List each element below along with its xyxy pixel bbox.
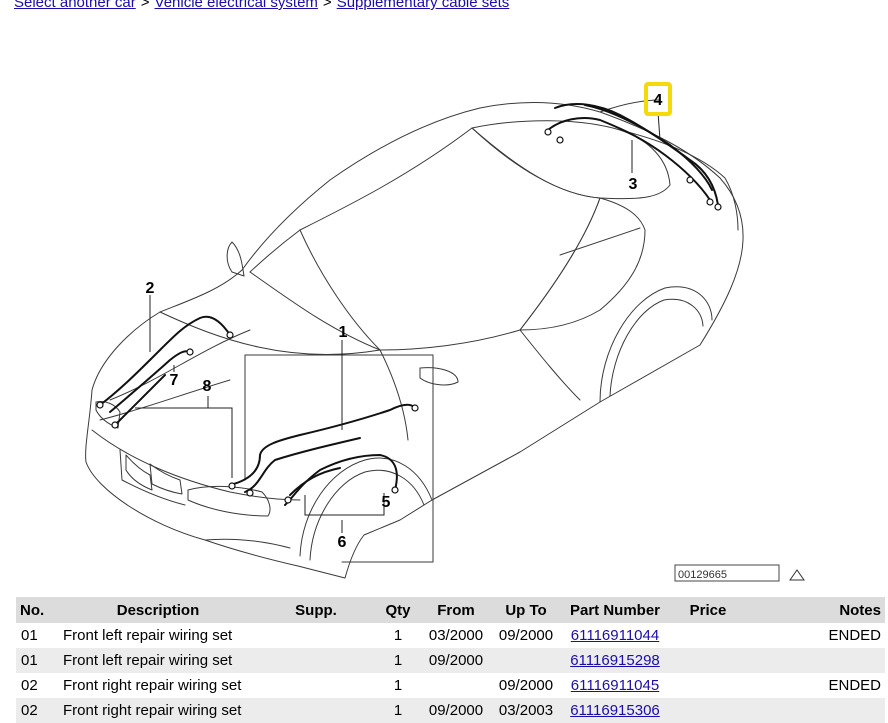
header-no: No. [16, 597, 59, 623]
part-number-link[interactable]: 61116915298 [570, 652, 660, 669]
header-supp: Supp. [257, 597, 375, 623]
cell-qty: 1 [375, 648, 421, 673]
image-number: 00129665 [678, 569, 727, 581]
car-outline [85, 99, 744, 579]
cell-up-to: 09/2000 [498, 627, 554, 644]
cell-qty: 1 [375, 698, 421, 723]
cell-no: 01 [16, 648, 59, 673]
header-up-to: Up To [491, 597, 561, 623]
image-number-box [674, 564, 780, 582]
header-notes: Notes [747, 597, 885, 623]
wiring-harnesses [99, 103, 719, 506]
callout-labels: 1 2 3 4 5 6 7 8 [146, 92, 663, 551]
callout-4-highlight [644, 82, 672, 116]
cell-price [669, 698, 747, 723]
parts-diagram: 1 2 3 4 5 6 7 8 00129665 [85, 82, 805, 582]
cell-supp [257, 623, 375, 648]
triangle-up-icon [789, 569, 805, 581]
header-qty: Qty [375, 597, 421, 623]
cell-from: 09/2000 [421, 698, 491, 723]
breadcrumb-supplementary-cable-sets[interactable]: Supplementary cable sets [336, 0, 510, 11]
table-row: 02 Front right repair wiring set 1 09/20… [16, 673, 885, 698]
header-description: Description [59, 597, 257, 623]
connectors [96, 128, 722, 504]
breadcrumb-select-another-car[interactable]: Select another car [14, 0, 136, 11]
breadcrumb-vehicle-electrical-system[interactable]: Vehicle electrical system [154, 0, 318, 11]
cell-price [669, 623, 747, 648]
breadcrumb-separator: > [140, 0, 150, 11]
cell-price [669, 673, 747, 698]
callout-2[interactable]: 2 [146, 280, 155, 297]
cell-no: 02 [21, 677, 38, 694]
cell-description: Front left repair wiring set [63, 627, 233, 644]
header-part-number: Part Number [561, 597, 669, 623]
table-row: 01 Front left repair wiring set 1 09/200… [16, 648, 885, 673]
breadcrumb: Select another car > Vehicle electrical sy… [14, 0, 509, 11]
callout-1[interactable]: 1 [339, 324, 348, 341]
callout-leaders [135, 111, 661, 533]
cell-from [421, 673, 491, 698]
parts-table: No. Description Supp. Qty From Up To Par… [16, 597, 885, 723]
cell-description: Front right repair wiring set [59, 698, 257, 723]
cell-price [669, 648, 747, 673]
breadcrumb-separator: > [322, 0, 332, 11]
cell-notes [747, 698, 885, 723]
cell-qty: 1 [393, 677, 403, 694]
cell-qty: 1 [393, 627, 403, 644]
cell-part-number: 61116911044 [561, 623, 669, 648]
cell-notes: ENDED [828, 677, 881, 694]
cell-no: 01 [21, 627, 38, 644]
cell-part-number: 61116911045 [561, 673, 669, 698]
cell-from: 03/2000 [428, 627, 484, 644]
callout-8[interactable]: 8 [203, 378, 212, 395]
cell-up-to: 09/2000 [498, 677, 554, 694]
part-number-link[interactable]: 61116911044 [570, 627, 660, 644]
cell-part-number: 61116915306 [561, 698, 669, 723]
cell-up-to [491, 648, 561, 673]
header-price: Price [669, 597, 747, 623]
cell-no: 02 [16, 698, 59, 723]
callout-3[interactable]: 3 [629, 176, 638, 193]
table-row: 02 Front right repair wiring set 1 09/20… [16, 698, 885, 723]
callout-6[interactable]: 6 [338, 534, 347, 551]
part-number-link[interactable]: 61116911045 [570, 677, 660, 694]
cell-description: Front right repair wiring set [63, 677, 242, 694]
callout-7[interactable]: 7 [170, 372, 179, 389]
cell-supp [257, 648, 375, 673]
callout-5[interactable]: 5 [382, 494, 391, 511]
table-row: 01 Front left repair wiring set 1 03/200… [16, 623, 885, 648]
table-header-row: No. Description Supp. Qty From Up To Par… [16, 597, 885, 623]
cell-part-number: 61116915298 [561, 648, 669, 673]
cell-from: 09/2000 [421, 648, 491, 673]
cell-description: Front left repair wiring set [59, 648, 257, 673]
cell-notes [747, 648, 885, 673]
callout-4[interactable]: 4 [654, 92, 663, 109]
header-from: From [421, 597, 491, 623]
part-number-link[interactable]: 61116915306 [570, 702, 660, 719]
cell-notes: ENDED [828, 627, 881, 644]
cell-up-to: 03/2003 [491, 698, 561, 723]
cell-supp [257, 673, 375, 698]
cell-supp [257, 698, 375, 723]
